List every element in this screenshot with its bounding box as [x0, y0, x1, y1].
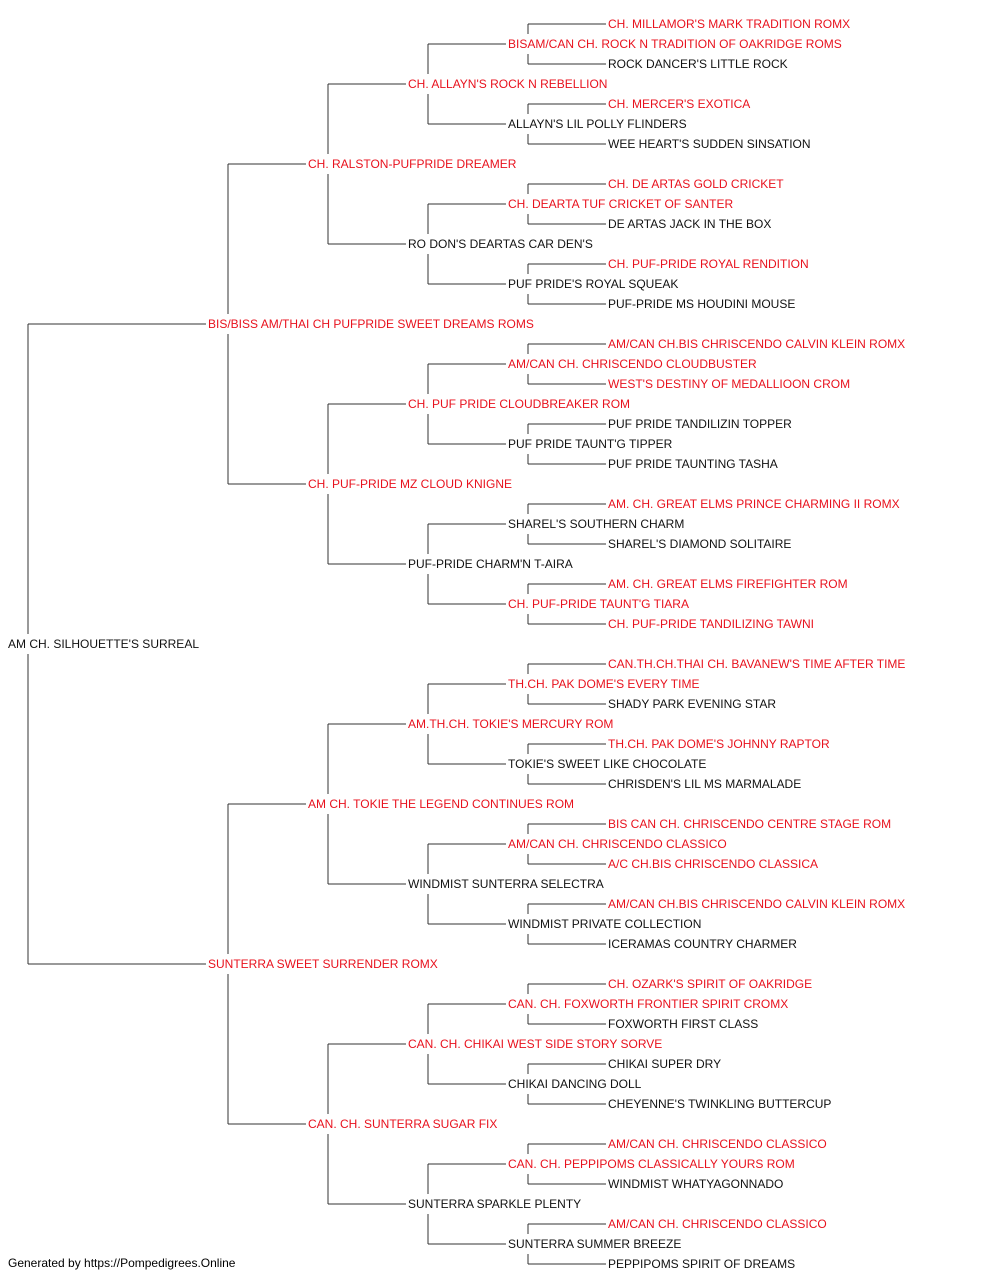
dam-name-gen3: RO DON'S DEARTAS CAR DEN'S	[408, 237, 593, 251]
sire-name-gen2: CH. RALSTON-PUFPRIDE DREAMER	[308, 157, 517, 171]
sire-name-gen4: TH.CH. PAK DOME'S EVERY TIME	[508, 677, 699, 691]
sire-name-gen5: CH. DE ARTAS GOLD CRICKET	[608, 177, 784, 191]
dam-name-gen5: WEE HEART'S SUDDEN SINSATION	[608, 137, 811, 151]
dam-name-gen5: WINDMIST WHATYAGONNADO	[608, 1177, 783, 1191]
sire-name-gen4: BISAM/CAN CH. ROCK N TRADITION OF OAKRID…	[508, 37, 842, 51]
sire-name-gen5: AM/CAN CH. CHRISCENDO CLASSICO	[608, 1217, 827, 1231]
sire-name-gen3: AM.TH.CH. TOKIE'S MERCURY ROM	[408, 717, 613, 731]
dam-name-gen4: CHIKAI DANCING DOLL	[508, 1077, 642, 1091]
sire-name-gen5: AM. CH. GREAT ELMS FIREFIGHTER ROM	[608, 577, 848, 591]
sire-name-gen3: CAN. CH. CHIKAI WEST SIDE STORY SORVE	[408, 1037, 662, 1051]
sire-name-gen4: SHAREL'S SOUTHERN CHARM	[508, 517, 684, 531]
sire-name-gen4: CAN. CH. FOXWORTH FRONTIER SPIRIT CROMX	[508, 997, 788, 1011]
sire-name-gen5: AM/CAN CH.BIS CHRISCENDO CALVIN KLEIN RO…	[608, 337, 905, 351]
dam-name-gen5: CH. PUF-PRIDE TANDILIZING TAWNI	[608, 617, 814, 631]
dam-name-gen5: WEST'S DESTINY OF MEDALLIOON CROM	[608, 377, 850, 391]
dam-name-gen4: ALLAYN'S LIL POLLY FLINDERS	[508, 117, 687, 131]
dam-name-gen4: SUNTERRA SUMMER BREEZE	[508, 1237, 681, 1251]
dam-name-gen5: DE ARTAS JACK IN THE BOX	[608, 217, 771, 231]
sire-name-gen3: CH. ALLAYN'S ROCK N REBELLION	[408, 77, 607, 91]
sire-name-gen4: CH. DEARTA TUF CRICKET OF SANTER	[508, 197, 733, 211]
sire-name-gen5: BIS CAN CH. CHRISCENDO CENTRE STAGE ROM	[608, 817, 891, 831]
sire-name-gen5: CH. OZARK'S SPIRIT OF OAKRIDGE	[608, 977, 812, 991]
sire-name-gen5: CH. MERCER'S EXOTICA	[608, 97, 750, 111]
dam-name-gen3: SUNTERRA SPARKLE PLENTY	[408, 1197, 581, 1211]
dam-name-gen5: SHADY PARK EVENING STAR	[608, 697, 776, 711]
dam-name-gen5: SHAREL'S DIAMOND SOLITAIRE	[608, 537, 791, 551]
dam-name-gen3: PUF-PRIDE CHARM'N T-AIRA	[408, 557, 573, 571]
dam-name-gen5: FOXWORTH FIRST CLASS	[608, 1017, 758, 1031]
sire-name-gen5: TH.CH. PAK DOME'S JOHNNY RAPTOR	[608, 737, 830, 751]
sire-name-gen5: CH. PUF-PRIDE ROYAL RENDITION	[608, 257, 809, 271]
sire-name-gen5: CH. MILLAMOR'S MARK TRADITION ROMX	[608, 17, 850, 31]
dam-name-gen5: A/C CH.BIS CHRISCENDO CLASSICA	[608, 857, 818, 871]
sire-name-gen3: CH. PUF PRIDE CLOUDBREAKER ROM	[408, 397, 630, 411]
sire-name-gen5: CAN.TH.CH.THAI CH. BAVANEW'S TIME AFTER …	[608, 657, 905, 671]
dam-name-gen4: WINDMIST PRIVATE COLLECTION	[508, 917, 701, 931]
dam-name-gen2: CAN. CH. SUNTERRA SUGAR FIX	[308, 1117, 497, 1131]
dam-name-gen4: PUF PRIDE TAUNT'G TIPPER	[508, 437, 673, 451]
dam-name-gen5: PUF PRIDE TAUNTING TASHA	[608, 457, 778, 471]
dam-name-gen2: CH. PUF-PRIDE MZ CLOUD KNIGNE	[308, 477, 512, 491]
dam-name-gen5: PUF-PRIDE MS HOUDINI MOUSE	[608, 297, 795, 311]
dam-name-gen5: ROCK DANCER'S LITTLE ROCK	[608, 57, 788, 71]
sire-name-gen1: BIS/BISS AM/THAI CH PUFPRIDE SWEET DREAM…	[208, 317, 534, 331]
dam-name-gen4: PUF PRIDE'S ROYAL SQUEAK	[508, 277, 678, 291]
footer-credit: Generated by https://Pompedigrees.Online	[8, 1256, 236, 1270]
dam-name-gen3: WINDMIST SUNTERRA SELECTRA	[408, 877, 604, 891]
sire-name-gen4: AM/CAN CH. CHRISCENDO CLASSICO	[508, 837, 727, 851]
sire-name-gen5: PUF PRIDE TANDILIZIN TOPPER	[608, 417, 792, 431]
dam-name-gen4: CH. PUF-PRIDE TAUNT'G TIARA	[508, 597, 689, 611]
sire-name-gen2: AM CH. TOKIE THE LEGEND CONTINUES ROM	[308, 797, 574, 811]
dam-name-gen1: SUNTERRA SWEET SURRENDER ROMX	[208, 957, 438, 971]
sire-name-gen5: AM/CAN CH.BIS CHRISCENDO CALVIN KLEIN RO…	[608, 897, 905, 911]
sire-name-gen4: CAN. CH. PEPPIPOMS CLASSICALLY YOURS ROM	[508, 1157, 795, 1171]
dam-name-gen5: PEPPIPOMS SPIRIT OF DREAMS	[608, 1257, 795, 1271]
sire-name-gen4: AM/CAN CH. CHRISCENDO CLOUDBUSTER	[508, 357, 757, 371]
sire-name-gen5: AM. CH. GREAT ELMS PRINCE CHARMING II RO…	[608, 497, 900, 511]
subject-name: AM CH. SILHOUETTE'S SURREAL	[8, 637, 199, 651]
dam-name-gen5: CHEYENNE'S TWINKLING BUTTERCUP	[608, 1097, 831, 1111]
dam-name-gen5: CHRISDEN'S LIL MS MARMALADE	[608, 777, 801, 791]
dam-name-gen4: TOKIE'S SWEET LIKE CHOCOLATE	[508, 757, 706, 771]
dam-name-gen5: ICERAMAS COUNTRY CHARMER	[608, 937, 797, 951]
sire-name-gen5: AM/CAN CH. CHRISCENDO CLASSICO	[608, 1137, 827, 1151]
sire-name-gen5: CHIKAI SUPER DRY	[608, 1057, 721, 1071]
